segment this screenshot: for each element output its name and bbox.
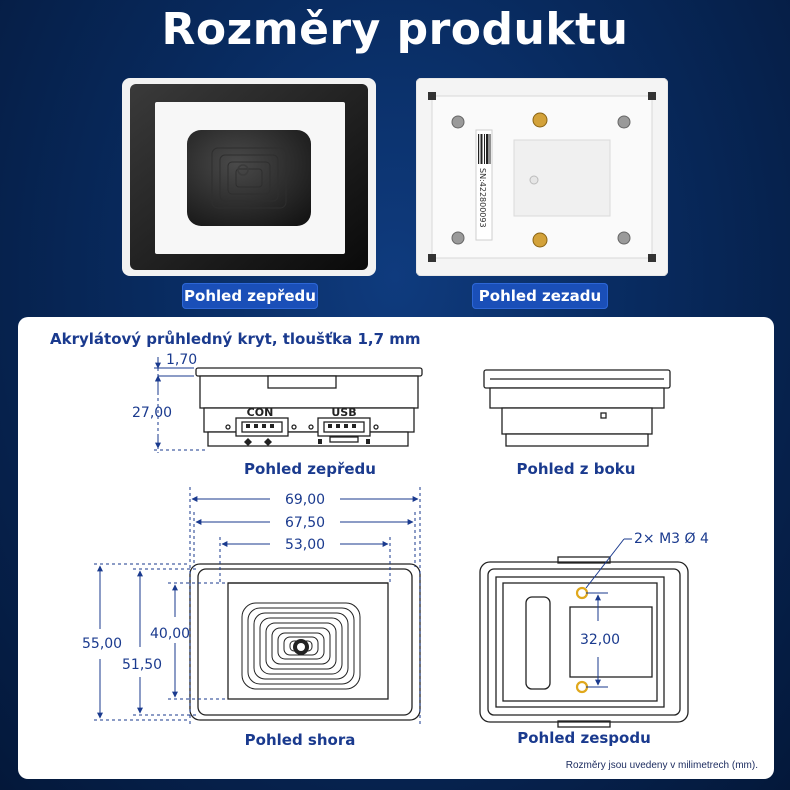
cover-note: Akrylátový průhledný kryt, tloušťka 1,7 …	[50, 330, 421, 348]
back-photo-image: SN:422800093	[415, 77, 669, 277]
front-photo-label: Pohled zepředu	[182, 283, 318, 309]
dim-inner-height: 51,50	[122, 657, 162, 673]
front-view-label: Pohled zepředu	[244, 460, 376, 478]
page-title: Rozměry produktu	[161, 4, 629, 55]
dim-hole-spacing: 32,00	[580, 632, 620, 648]
dim-outer-width: 69,00	[285, 492, 325, 508]
front-photo-image	[122, 78, 376, 276]
back-photo: SN:422800093	[415, 77, 669, 277]
serial-number: SN:422800093	[478, 168, 487, 228]
dim-cover-thickness: 1,70	[166, 352, 197, 368]
top-view-label: Pohled shora	[245, 731, 356, 749]
units-note: Rozměry jsou uvedeny v milimetrech (mm).	[565, 760, 758, 771]
dim-front-height: 27,00	[132, 405, 172, 421]
dimension-drawing: Akrylátový průhledný kryt, tloušťka 1,7 …	[50, 330, 709, 749]
side-view	[483, 369, 671, 447]
dim-window-width: 53,00	[285, 537, 325, 553]
front-photo	[122, 78, 376, 276]
back-photo-label: Pohled zezadu	[472, 283, 608, 309]
dimension-drawing-panel: Akrylátový průhledný kryt, tloušťka 1,7 …	[18, 317, 774, 779]
front-view	[195, 367, 423, 447]
connector-usb-label: USB	[331, 406, 356, 419]
dim-inner-width: 67,50	[285, 515, 325, 531]
hole-spec: 2× M3 Ø 4	[634, 531, 709, 547]
bottom-view	[479, 556, 689, 728]
dim-window-height: 40,00	[150, 626, 190, 642]
dim-outer-height: 55,00	[82, 636, 122, 652]
bottom-view-label: Pohled zespodu	[517, 729, 651, 747]
connector-con-label: CON	[247, 406, 274, 419]
side-view-label: Pohled z boku	[517, 460, 636, 478]
